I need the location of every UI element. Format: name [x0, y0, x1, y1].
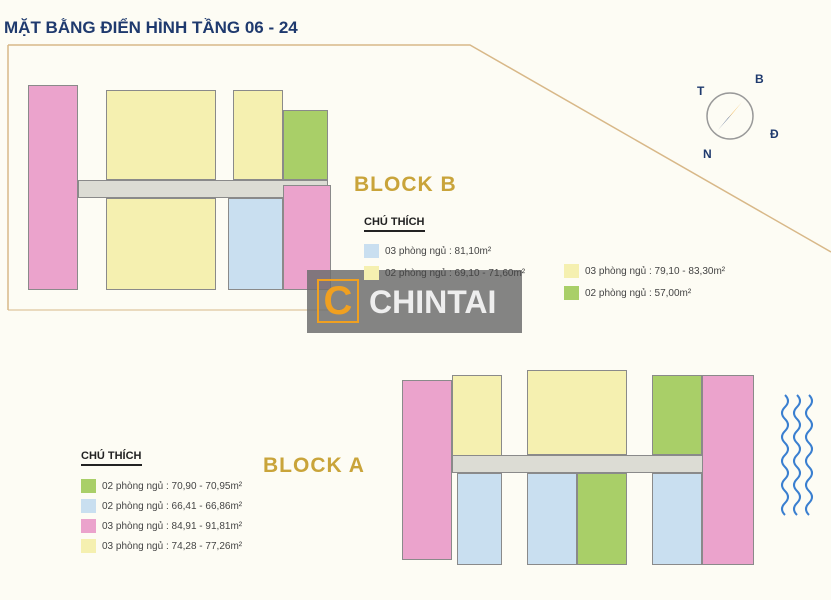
legend-item: 02 phòng ngủ : 69,10 - 71,60m² [364, 266, 525, 280]
block-b-legend: 03 phòng ngủ : 81,10m² 02 phòng ngủ : 69… [364, 244, 525, 280]
block-b-floor-plan [28, 75, 336, 300]
legend-item: 03 phòng ngủ : 81,10m² [364, 244, 525, 258]
block-b-legend-2: 03 phòng ngủ : 79,10 - 83,30m² 02 phòng … [564, 264, 725, 300]
compass-north-label: B [755, 72, 764, 86]
legend-item: 03 phòng ngủ : 84,91 - 91,81m² [81, 519, 242, 533]
block-a-floor-plan [402, 355, 772, 580]
legend-item: 03 phòng ngủ : 74,28 - 77,26m² [81, 539, 242, 553]
page-title: MẶT BẰNG ĐIỂN HÌNH TẦNG 06 - 24 [4, 18, 298, 37]
compass-icon [706, 92, 754, 140]
water-waves-icon [781, 394, 813, 516]
legend-item: 02 phòng ngủ : 57,00m² [564, 286, 725, 300]
compass-south-label: N [703, 147, 712, 161]
block-b-title: BLOCK B [354, 173, 457, 196]
compass-east-label: Đ [770, 127, 779, 141]
compass-west-label: T [697, 84, 705, 98]
watermark-logo: C [317, 279, 359, 323]
watermark-text: CHINTAI [369, 284, 497, 320]
block-a-legend-title: CHÚ THÍCH [81, 450, 142, 466]
watermark: C CHINTAI [307, 270, 522, 333]
legend-item: 02 phòng ngủ : 70,90 - 70,95m² [81, 479, 242, 493]
legend-item: 03 phòng ngủ : 79,10 - 83,30m² [564, 264, 725, 278]
block-a-title: BLOCK A [263, 454, 365, 477]
block-a-legend: 02 phòng ngủ : 70,90 - 70,95m² 02 phòng … [81, 479, 242, 553]
legend-item: 02 phòng ngủ : 66,41 - 66,86m² [81, 499, 242, 513]
block-b-legend-title: CHÚ THÍCH [364, 216, 425, 232]
